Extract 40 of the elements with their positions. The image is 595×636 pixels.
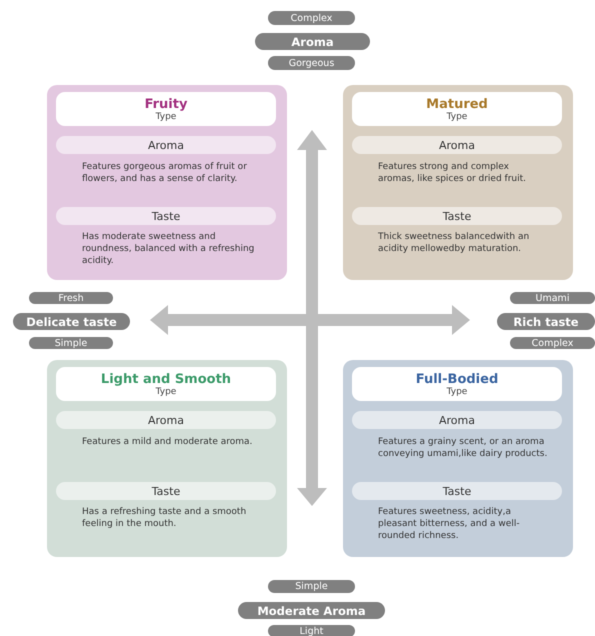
type-card xyxy=(343,85,573,280)
type-name: Fruity xyxy=(144,96,188,112)
type-card xyxy=(343,360,573,557)
type-card xyxy=(47,360,287,557)
axis-label: Umami xyxy=(510,292,595,304)
description-text: Thick sweetness balancedwith an acidity mellowedby maturation. xyxy=(378,231,530,255)
section-label: Aroma xyxy=(352,411,562,429)
axis-label: Fresh xyxy=(29,292,113,304)
description-text: Has a refreshing taste and a smooth feeling in the mouth. xyxy=(82,506,248,530)
type-name: Light and Smooth xyxy=(100,372,232,386)
type-card xyxy=(47,85,287,280)
type-name: Matured xyxy=(426,96,488,112)
section-label: Aroma xyxy=(352,136,562,154)
description-text: Features a grainy scent, or an aroma conveying umami,like dairy products. xyxy=(378,436,548,460)
section-label: Aroma xyxy=(56,411,276,429)
axis-label: Delicate taste xyxy=(13,313,130,330)
description-text: Features a mild and moderate aroma. xyxy=(82,436,254,448)
axis-label: Moderate Aroma xyxy=(238,602,385,619)
section-label: Taste xyxy=(352,482,562,500)
axis-label: Rich taste xyxy=(497,313,595,330)
axis-label: Simple xyxy=(268,580,355,593)
axis-label: Aroma xyxy=(255,33,370,50)
section-label: Taste xyxy=(56,207,276,225)
type-name: Full-Bodied xyxy=(416,372,498,386)
type-caption: Type xyxy=(156,386,176,396)
axis-label: Complex xyxy=(510,337,595,349)
axis-label: Simple xyxy=(29,337,113,349)
description-text: Features gorgeous aromas of fruit or flowers, and has a sense of clarity. xyxy=(82,161,248,185)
axis-label: Complex xyxy=(268,11,355,25)
section-label: Taste xyxy=(352,207,562,225)
axis-label: Light xyxy=(268,625,355,636)
description-text: Has moderate sweetness and roundness, balanced with a refreshing acidity. xyxy=(82,231,256,267)
type-caption: Type xyxy=(156,112,176,122)
section-label: Aroma xyxy=(56,136,276,154)
type-caption: Type xyxy=(446,112,468,122)
axis-label: Gorgeous xyxy=(268,56,355,70)
description-text: Features strong and complex aromas, like spices or dried fruit. xyxy=(378,161,527,185)
section-label: Taste xyxy=(56,482,276,500)
description-text: Features sweetness, acidity,a pleasant bitterness, and a well-rounded richness. xyxy=(378,506,521,542)
type-caption: Type xyxy=(446,386,468,396)
